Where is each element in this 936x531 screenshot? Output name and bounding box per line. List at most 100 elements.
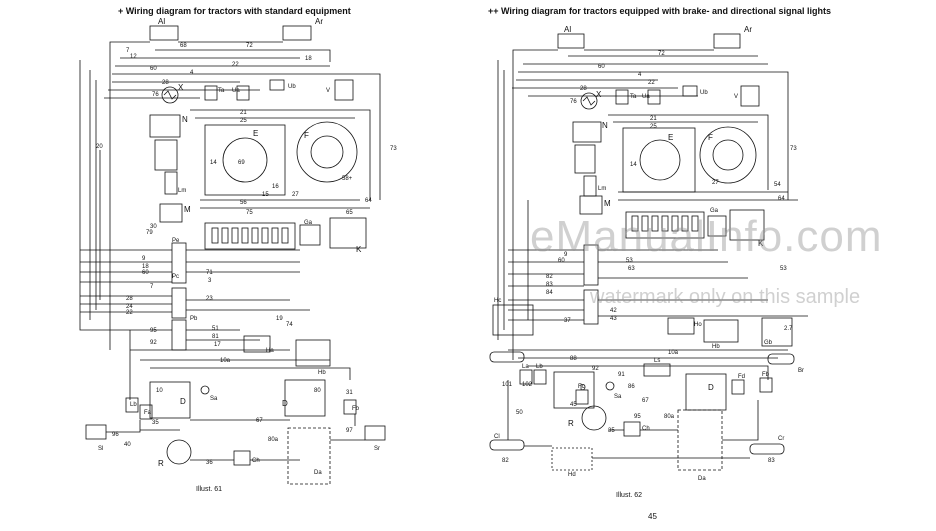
svg-text:V: V xyxy=(326,88,330,94)
svg-text:14: 14 xyxy=(210,160,217,166)
relay-ga xyxy=(707,215,727,237)
svg-text:97: 97 xyxy=(346,428,353,434)
svg-text:73: 73 xyxy=(790,146,797,152)
svg-text:79: 79 xyxy=(146,230,153,236)
svg-text:50: 50 xyxy=(516,410,523,416)
regulator-r xyxy=(166,439,192,465)
svg-text:64: 64 xyxy=(365,198,372,204)
svg-text:4: 4 xyxy=(638,72,642,78)
svg-text:88: 88 xyxy=(570,356,577,362)
svg-text:58+: 58+ xyxy=(342,176,353,182)
svg-text:X: X xyxy=(178,83,184,92)
svg-text:D: D xyxy=(282,399,288,408)
svg-text:D: D xyxy=(180,397,186,406)
svg-text:20: 20 xyxy=(96,144,103,150)
svg-text:51: 51 xyxy=(212,326,219,332)
svg-text:71: 71 xyxy=(206,270,213,276)
component-d-left xyxy=(553,371,595,409)
svg-text:Fb: Fb xyxy=(762,372,770,378)
svg-text:80: 80 xyxy=(314,388,321,394)
svg-text:86: 86 xyxy=(628,384,635,390)
switch-sa xyxy=(605,381,615,391)
horn-x xyxy=(161,86,179,104)
svg-text:Ar: Ar xyxy=(315,17,323,26)
component-n xyxy=(149,114,181,138)
svg-text:63: 63 xyxy=(628,266,635,272)
device-v xyxy=(334,79,354,101)
svg-text:56: 56 xyxy=(240,200,247,206)
svg-text:Ua: Ua xyxy=(642,94,650,100)
relay-hb xyxy=(295,339,331,367)
switch-ls xyxy=(643,363,671,377)
horn-ha xyxy=(243,335,271,353)
svg-text:60: 60 xyxy=(558,258,565,264)
svg-text:2.7: 2.7 xyxy=(784,326,793,332)
relay-k xyxy=(729,209,765,241)
lamp-cr xyxy=(749,443,785,455)
svg-text:81: 81 xyxy=(212,334,219,340)
svg-text:73: 73 xyxy=(390,146,397,152)
svg-text:35: 35 xyxy=(152,420,159,426)
svg-text:68: 68 xyxy=(180,43,187,49)
device-ub xyxy=(269,79,285,91)
svg-text:37: 37 xyxy=(564,318,571,324)
lamp-fd xyxy=(731,379,745,395)
svg-text:18: 18 xyxy=(142,264,149,270)
svg-text:83: 83 xyxy=(768,458,775,464)
svg-text:14: 14 xyxy=(630,162,637,168)
svg-text:Ch: Ch xyxy=(252,458,260,464)
svg-text:10a: 10a xyxy=(220,358,231,364)
device-ta xyxy=(615,89,629,105)
svg-text:Ga: Ga xyxy=(710,208,719,214)
svg-text:82: 82 xyxy=(546,274,553,280)
svg-text:25: 25 xyxy=(650,124,657,130)
svg-text:80a: 80a xyxy=(268,437,279,443)
svg-text:Gb: Gb xyxy=(764,340,773,346)
svg-text:28: 28 xyxy=(162,80,169,86)
svg-text:84: 84 xyxy=(546,290,553,296)
svg-text:95: 95 xyxy=(150,328,157,334)
component-d-right xyxy=(284,379,326,417)
lamp-cl xyxy=(489,439,525,451)
charge-ch xyxy=(623,421,641,437)
svg-text:22: 22 xyxy=(232,62,239,68)
svg-text:60: 60 xyxy=(598,64,605,70)
svg-text:19: 19 xyxy=(276,316,283,322)
svg-text:21: 21 xyxy=(240,110,247,116)
key-switch-f xyxy=(699,126,757,184)
svg-text:Br: Br xyxy=(798,368,804,374)
svg-text:F: F xyxy=(304,131,309,140)
device-ta xyxy=(204,85,218,101)
device-v xyxy=(740,85,760,107)
svg-text:Fb: Fb xyxy=(352,406,360,412)
fuse-box xyxy=(204,222,296,250)
right-diagram-title: ++ Wiring diagram for tractors equipped … xyxy=(488,6,831,16)
svg-text:54: 54 xyxy=(774,182,781,188)
svg-text:Pc: Pc xyxy=(172,274,179,280)
svg-text:43: 43 xyxy=(610,316,617,322)
lamp-fc xyxy=(575,389,589,405)
component-m xyxy=(159,203,183,223)
svg-text:95: 95 xyxy=(634,414,641,420)
svg-text:40: 40 xyxy=(124,442,131,448)
lamp-lm xyxy=(583,175,597,197)
svg-text:Da: Da xyxy=(698,476,706,482)
lamp-br xyxy=(767,353,795,365)
svg-text:Ch: Ch xyxy=(642,426,650,432)
svg-text:96: 96 xyxy=(112,432,119,438)
svg-text:Cr: Cr xyxy=(778,436,784,442)
svg-text:Sa: Sa xyxy=(614,394,622,400)
svg-text:65: 65 xyxy=(346,210,353,216)
svg-text:18: 18 xyxy=(305,56,312,62)
svg-text:M: M xyxy=(184,205,191,214)
horn-x xyxy=(580,92,598,110)
charge-ch xyxy=(233,450,251,466)
svg-text:Ls: Ls xyxy=(654,358,660,364)
component-d-left xyxy=(149,381,191,419)
fuse-box xyxy=(625,211,705,239)
connector-pe xyxy=(171,242,187,284)
svg-text:80a: 80a xyxy=(664,414,675,420)
svg-text:72: 72 xyxy=(658,51,665,57)
svg-text:Ga: Ga xyxy=(304,220,313,226)
svg-text:3: 3 xyxy=(208,278,212,284)
